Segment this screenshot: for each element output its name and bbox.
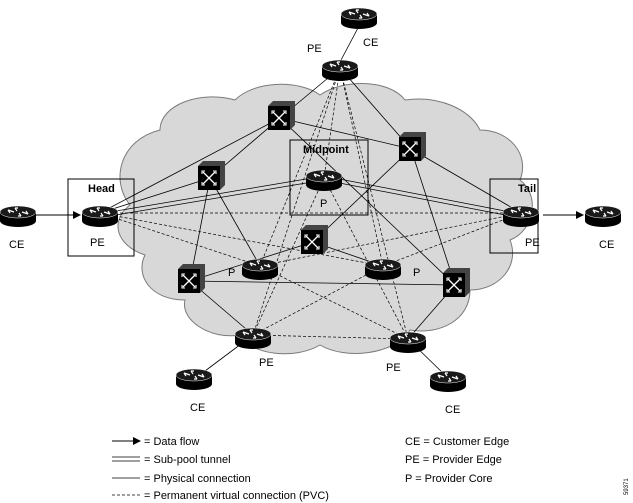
router-p-left <box>241 258 279 281</box>
atm-switch-center <box>300 224 329 255</box>
atm-switch-right-upper <box>398 131 427 162</box>
ce-top-label: CE <box>363 37 378 49</box>
ce-right-label: CE <box>599 239 614 251</box>
router-ce-bottom-left <box>175 368 213 391</box>
p-right-label: P <box>413 267 420 279</box>
p-left-label: P <box>228 267 235 279</box>
ce-bottom-right-label: CE <box>445 404 460 416</box>
legend-sub-pool-text: = Sub-pool tunnel <box>144 454 231 466</box>
legend-ce-text: CE = Customer Edge <box>405 436 509 448</box>
router-pe-head <box>81 205 119 228</box>
tail-label: Tail <box>518 183 536 195</box>
figure-id: 59371 <box>624 478 630 495</box>
legend-sub-pool-symbol <box>112 456 140 462</box>
legend-pe-text: PE = Provider Edge <box>405 454 502 466</box>
router-ce-bottom-right <box>429 370 467 393</box>
ce-left-label: CE <box>9 239 24 251</box>
router-pe-bottom-right <box>389 331 427 354</box>
router-ce-left <box>0 205 37 228</box>
router-pe-bottom-left <box>234 327 272 350</box>
ce-bottom-left-label: CE <box>190 402 205 414</box>
atm-switch-top <box>267 100 296 131</box>
router-ce-top <box>340 7 378 30</box>
pvc-connections <box>99 67 522 340</box>
pe-bottom-right-label: PE <box>386 362 401 374</box>
physical-connections <box>99 25 522 379</box>
midpoint-label: Midpoint <box>303 144 349 156</box>
router-pe-top <box>321 59 359 82</box>
router-p-midpoint <box>305 169 343 192</box>
legend-p-text: P = Provider Core <box>405 473 493 485</box>
router-pe-tail <box>502 205 540 228</box>
head-box <box>67 178 135 257</box>
head-label: Head <box>88 183 115 195</box>
midpoint-box <box>289 139 369 216</box>
legend-physical-text: = Physical connection <box>144 473 251 485</box>
pe-tail-label: PE <box>525 237 540 249</box>
atm-switch-left-lower <box>177 263 206 294</box>
atm-switch-right-lower <box>442 267 471 298</box>
provider-network-cloud <box>117 83 533 355</box>
router-ce-right <box>584 205 622 228</box>
pe-top-label: PE <box>307 43 322 55</box>
p-midpoint-label: P <box>320 198 327 210</box>
legend-data-flow-text: = Data flow <box>144 436 199 448</box>
pe-bottom-left-label: PE <box>259 357 274 369</box>
atm-switch-left-upper <box>197 160 226 191</box>
router-p-right <box>364 258 402 281</box>
legend: = Data flow = Sub-pool tunnel = Physical… <box>112 436 509 502</box>
pe-head-label: PE <box>90 237 105 249</box>
legend-pvc-text: = Permanent virtual connection (PVC) <box>144 490 329 502</box>
